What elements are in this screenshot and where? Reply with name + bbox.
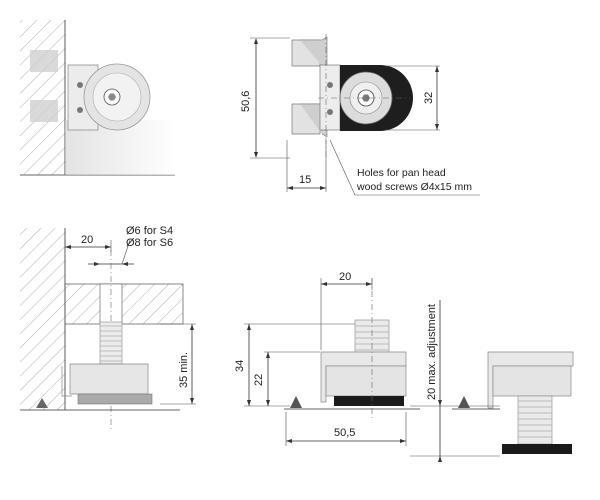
dim-15: 15 [299, 174, 311, 186]
dim-hole-s4: Ø6 for S4 [126, 225, 173, 237]
note-holes-line2: wood screws Ø4x15 mm [356, 181, 472, 193]
dim-32: 32 [423, 92, 435, 104]
dim-50-5: 50,5 [334, 427, 355, 439]
dim-22: 22 [253, 374, 265, 386]
dim-34: 34 [234, 360, 246, 372]
threaded-bolt [99, 321, 123, 365]
foot-dark-2 [502, 444, 572, 454]
shelf-panel [64, 283, 184, 325]
dim-hole-s6: Ø8 for S6 [126, 237, 173, 249]
dim-20-top: 20 [339, 271, 351, 283]
note-holes-line1: Holes for pan head [357, 167, 446, 179]
leveler-retracted [284, 319, 420, 410]
foot-dark-1 [334, 396, 404, 406]
dim-50-6: 50,6 [240, 91, 252, 112]
leveling-foot [77, 393, 153, 405]
leveler-extended [452, 351, 574, 454]
view-bottom-right: 20 34 22 50,5 20 max. adjustment [234, 271, 574, 462]
dim-20-left: 20 [81, 234, 93, 246]
wall-section [20, 20, 65, 175]
view-bottom-left: 20 Ø6 for S4 Ø8 for S6 35 min. [20, 225, 196, 430]
view-top-right: 50,6 32 15 Holes for pan head wood screw… [240, 34, 480, 196]
dim-20-max-adjustment: 20 max. adjustment [426, 304, 438, 400]
view-top-left [20, 20, 175, 176]
dim-35-min: 35 min. [178, 352, 190, 388]
wall-section-lower [20, 228, 65, 410]
